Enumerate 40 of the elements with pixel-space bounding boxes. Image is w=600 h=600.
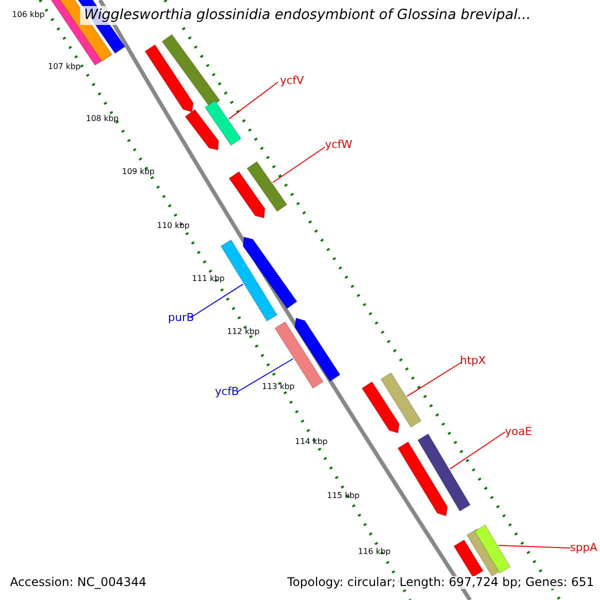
footer-text: Topology: circular; Length: 697,724 bp; Genes: 651 <box>287 576 594 590</box>
gene-feature <box>417 433 471 512</box>
leader-line <box>190 284 244 318</box>
leader-line <box>272 146 326 183</box>
tick-label: 107 kbp <box>48 63 81 72</box>
gene-feature <box>246 160 288 212</box>
leader-line <box>498 544 570 548</box>
gene-feature <box>144 44 194 113</box>
tick-label: 108 kbp <box>86 115 119 124</box>
gene-feature <box>361 381 400 434</box>
tick-label: 112 kbp <box>227 328 260 337</box>
tick-label: 110 kbp <box>157 222 190 231</box>
tick-label: 115 kbp <box>327 492 360 501</box>
gene-feature <box>204 100 242 146</box>
gene-feature <box>397 441 448 517</box>
leader-line <box>450 432 506 470</box>
gene-feature <box>474 524 511 574</box>
tick-label: 111 kbp <box>192 275 225 284</box>
leader-line <box>236 358 294 392</box>
footer-text: Accession: NC_004344 <box>10 576 146 590</box>
gene-label: purB <box>168 312 194 324</box>
tick-label: 114 kbp <box>295 438 328 447</box>
gene-label: ycfV <box>280 75 304 88</box>
gene-feature <box>453 539 484 578</box>
leader-line <box>228 82 278 120</box>
tick-label: 116 kbp <box>358 548 391 557</box>
gene-feature <box>294 317 341 382</box>
gene-label: sppA <box>570 542 598 554</box>
leader-line <box>406 362 462 397</box>
gene-feature <box>242 236 298 310</box>
tick-label: 109 kbp <box>122 168 155 177</box>
gene-label: ycfB <box>215 386 239 398</box>
gene-label: yoaE <box>505 426 532 438</box>
gene-feature <box>228 170 266 219</box>
gene-feature <box>184 108 220 151</box>
gene-feature <box>380 372 422 428</box>
tick-label: 113 kbp <box>262 383 295 392</box>
gene-label: ycfW <box>325 139 352 152</box>
gene-label: htpX <box>460 355 486 368</box>
tick-label: 106 kbp <box>12 11 45 20</box>
